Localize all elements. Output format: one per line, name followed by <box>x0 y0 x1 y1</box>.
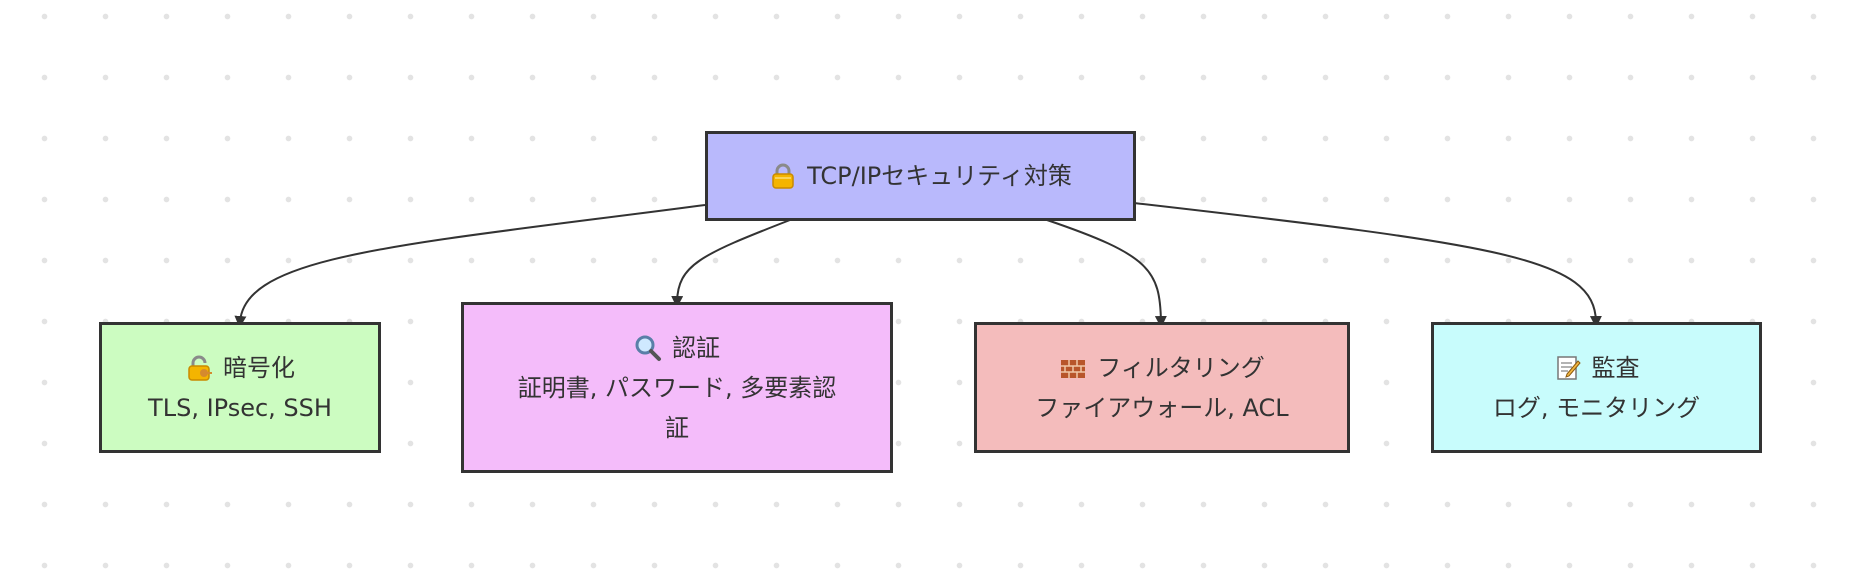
node-encryption-title: 暗号化 <box>223 353 295 382</box>
edge-root-to-authentication <box>671 219 791 308</box>
node-filtering-description: ファイアウォール, ACL <box>1035 393 1289 422</box>
magnifying-glass-icon <box>634 334 662 362</box>
node-authentication[interactable]: 認証 証明書, パスワード, 多要素認証 <box>461 302 893 473</box>
node-audit-title: 監査 <box>1591 353 1640 382</box>
node-encryption[interactable]: 暗号化 TLS, IPsec, SSH <box>99 322 381 453</box>
node-filtering[interactable]: フィルタリング ファイアウォール, ACL <box>974 322 1350 453</box>
edge-root-to-filtering <box>1046 219 1167 328</box>
node-authentication-title-row: 認証 <box>634 328 720 368</box>
root-node-title: TCP/IPセキュリティ対策 <box>807 162 1072 190</box>
edge-root-to-encryption <box>234 204 706 328</box>
node-audit-title-row: 監査 <box>1554 348 1640 388</box>
edge-root-to-audit <box>1133 202 1602 328</box>
node-encryption-description: TLS, IPsec, SSH <box>148 393 332 422</box>
node-audit[interactable]: 監査 ログ, モニタリング <box>1431 322 1762 453</box>
memo-icon <box>1554 354 1582 382</box>
brick-wall-icon <box>1059 354 1087 382</box>
unlocked-padlock-icon <box>185 354 213 382</box>
node-audit-description: ログ, モニタリング <box>1492 393 1701 422</box>
node-authentication-description: 証明書, パスワード, 多要素認証 <box>517 373 837 442</box>
node-encryption-title-row: 暗号化 <box>185 348 295 388</box>
node-authentication-title: 認証 <box>672 333 720 362</box>
root-node-title-row: TCP/IPセキュリティ対策 <box>769 156 1072 196</box>
node-filtering-title-row: フィルタリング <box>1059 348 1265 388</box>
lock-icon <box>769 162 797 190</box>
root-node[interactable]: TCP/IPセキュリティ対策 <box>705 131 1136 221</box>
node-filtering-title: フィルタリング <box>1097 353 1265 382</box>
